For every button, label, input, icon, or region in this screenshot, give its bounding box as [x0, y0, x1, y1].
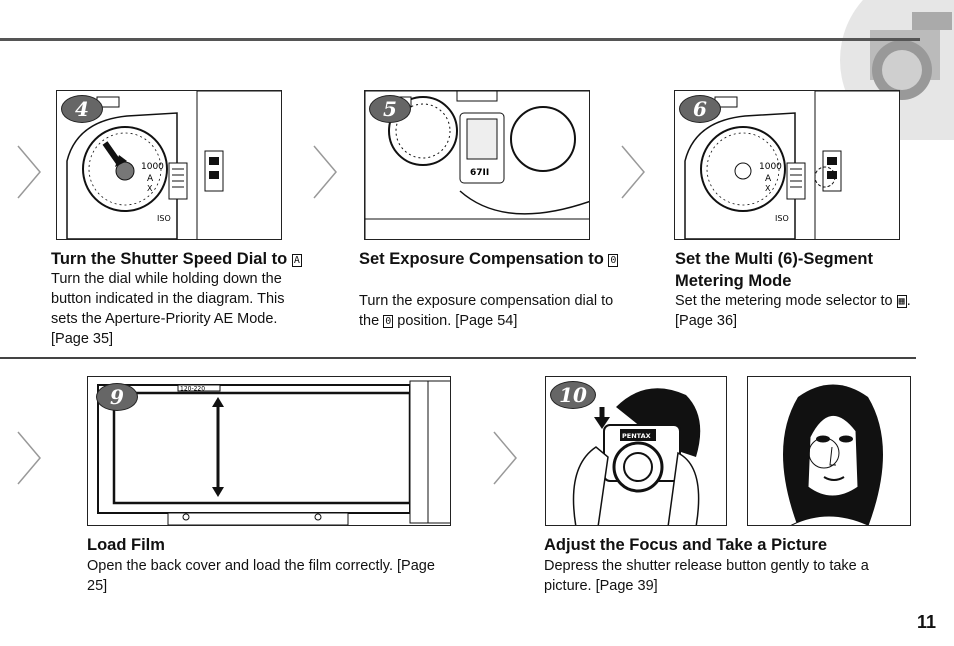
portrait-illustration — [747, 376, 911, 526]
chevron-right-icon — [313, 145, 337, 199]
photographer-diagram: PENTAX — [572, 388, 701, 525]
mode-a-symbol: A — [291, 254, 302, 267]
step-10-title: Adjust the Focus and Take a Picture — [544, 536, 828, 554]
step-9-illustration: 120-220 9 — [87, 376, 451, 526]
dial-label-1000: 1000 — [759, 162, 782, 172]
camera-brand: PENTAX — [622, 432, 651, 440]
portrait-face — [783, 384, 883, 525]
step-4-body: Turn the dial while holding down the but… — [51, 271, 285, 347]
step-10-illustration: PENTAX 10 — [545, 376, 727, 526]
dial-label-a: A — [147, 174, 154, 184]
step-5-body: Turn the exposure compensation dial to t… — [359, 291, 621, 331]
step-badge: 5 — [369, 95, 411, 123]
step-body-text: . [Page 36] — [675, 293, 911, 329]
chevron-right-icon — [17, 145, 41, 199]
step-5-title: Set Exposure Compensation to 0 — [359, 248, 621, 270]
film-back-diagram: 120-220 — [97, 380, 450, 525]
multi-segment-icon: ▦ — [896, 295, 907, 308]
chevron-right-icon — [621, 145, 645, 199]
dial-label-a: A — [765, 174, 772, 184]
step-badge: 9 — [96, 383, 138, 411]
page-number: 11 — [916, 612, 936, 632]
step-title-text: Set Exposure Compensation to — [359, 250, 604, 268]
dial-label-1000: 1000 — [141, 162, 164, 172]
dial-label-x: X — [147, 184, 153, 193]
step-badge: 4 — [61, 95, 103, 123]
metering-dial-diagram: 1000 A X ISO — [684, 91, 899, 239]
step-body-text: Turn the exposure compensation dial to t… — [359, 293, 614, 329]
step-5-illustration: 67II 5 — [364, 90, 590, 240]
film-label: 120-220 — [180, 386, 205, 393]
dial-label-x: X — [765, 184, 771, 193]
chevron-right-icon — [493, 431, 517, 485]
zero-symbol: 0 — [608, 254, 619, 267]
step-10-body: Depress the shutter release button gentl… — [544, 558, 869, 594]
step-9-title: Load Film — [87, 536, 165, 554]
step-6-illustration: 1000 A X ISO 6 — [674, 90, 900, 240]
camera-label: 67II — [470, 168, 489, 178]
iso-label: ISO — [775, 214, 789, 223]
chevron-right-icon — [17, 431, 41, 485]
step-title-text: Turn the Shutter Speed Dial to — [51, 250, 288, 268]
step-body-text: Set the metering mode selector to — [675, 293, 893, 309]
step-6-body: Set the metering mode selector to ▦. [Pa… — [675, 291, 915, 331]
step-badge: 10 — [550, 381, 596, 409]
zero-symbol: 0 — [383, 315, 394, 328]
step-9-body: Open the back cover and load the film co… — [87, 558, 435, 594]
top-rule — [0, 38, 920, 41]
step-4-title: Turn the Shutter Speed Dial to A — [51, 248, 336, 270]
step-4-illustration: 1000 A X ISO 4 — [56, 90, 282, 240]
step-6-title: Set the Multi (6)-Segment Metering Mode — [675, 250, 874, 290]
step-badge: 6 — [679, 95, 721, 123]
step-body-text: position. [Page 54] — [397, 313, 518, 329]
shutter-dial-diagram: 1000 A X ISO — [66, 91, 281, 239]
iso-label: ISO — [157, 214, 171, 223]
middle-rule — [0, 357, 916, 359]
